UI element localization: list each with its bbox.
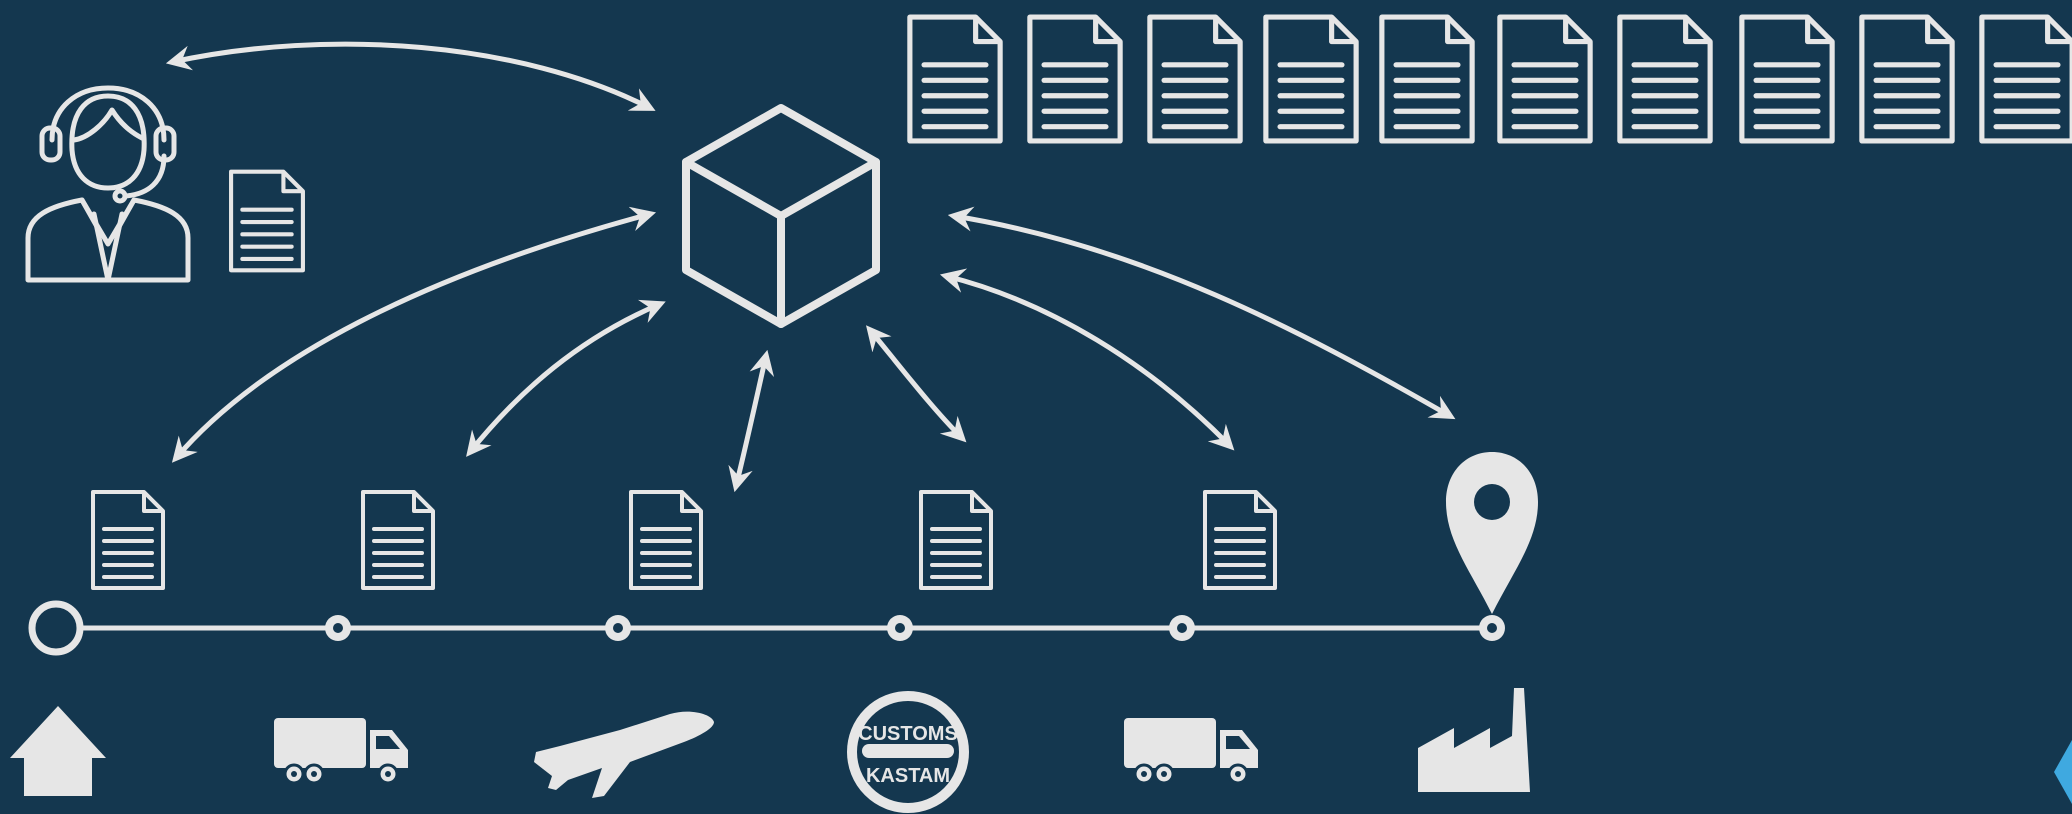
- document-icon: [1266, 17, 1356, 141]
- connection-arrows: [165, 41, 1456, 493]
- timeline-documents: [93, 492, 1275, 588]
- timeline-stop-nodes: [325, 615, 1505, 641]
- arrow-cube-destination: [947, 206, 1456, 420]
- cube-icon: [682, 104, 880, 328]
- truck-icon: [1122, 716, 1260, 785]
- document-icon: [1382, 17, 1472, 141]
- accent-corner-shape: [2054, 740, 2072, 804]
- document-icon: [1742, 17, 1832, 141]
- timeline: [28, 600, 1505, 656]
- document-icon: [1620, 17, 1710, 141]
- document-icon: [1150, 17, 1240, 141]
- document-icon: [1500, 17, 1590, 141]
- document-icon: [1862, 17, 1952, 141]
- document-icon: [1982, 17, 2072, 141]
- customs-badge-icon: CUSTOMS KASTAM: [847, 691, 969, 813]
- document-icon: [93, 492, 163, 588]
- timeline-start-node: [28, 600, 84, 656]
- arrow-operator-cube: [165, 41, 656, 111]
- document-icon: [363, 492, 433, 588]
- operator-document-icon: [231, 172, 303, 271]
- document-icon: [1205, 492, 1275, 588]
- support-agent-icon: [25, 85, 191, 283]
- customs-bottom-text: KASTAM: [866, 765, 950, 787]
- document-icon: [910, 17, 1000, 141]
- top-documents-row: [910, 17, 2072, 141]
- arrow-cube-stop-3: [728, 349, 775, 493]
- airplane-icon: [534, 711, 714, 798]
- location-pin-icon: [1446, 452, 1538, 614]
- arrow-cube-stop-2: [466, 299, 666, 457]
- arrow-cube-stop-5: [939, 268, 1235, 451]
- house-icon: [10, 706, 106, 796]
- customs-top-text: CUSTOMS: [858, 723, 958, 745]
- truck-icon: [272, 716, 410, 785]
- document-icon: [921, 492, 991, 588]
- arrow-cube-stop-4: [865, 325, 967, 443]
- arrow-cube-stop-1: [171, 206, 657, 463]
- factory-icon: [1418, 688, 1530, 792]
- document-icon: [1030, 17, 1120, 141]
- document-icon: [631, 492, 701, 588]
